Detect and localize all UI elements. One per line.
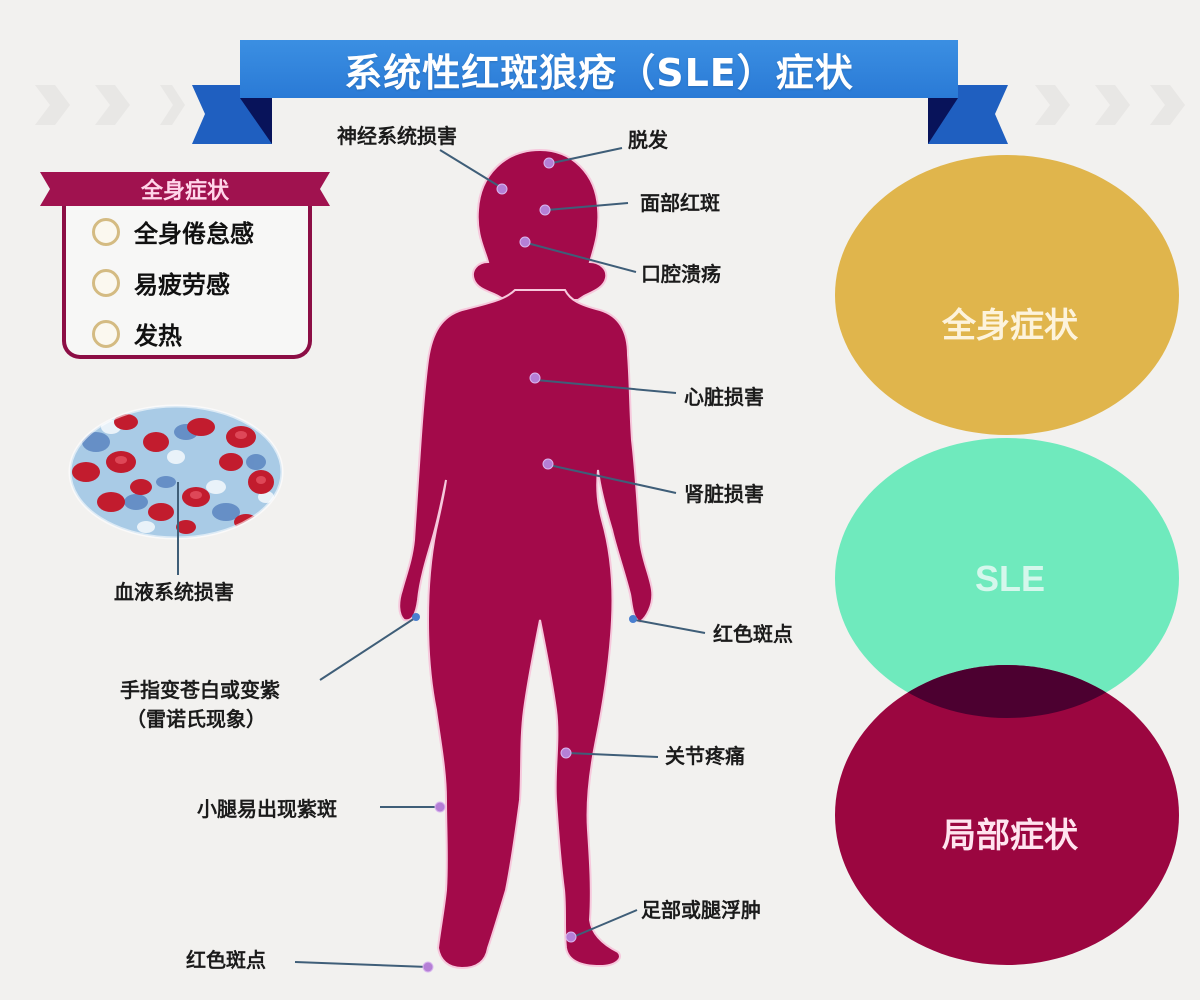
systemic-item: 易疲劳感: [92, 265, 230, 300]
label-raynaud-note: （雷诺氏现象）: [126, 707, 266, 731]
label-facial-rash: 面部红斑: [640, 191, 720, 215]
label-heart: 心脏损害: [684, 385, 764, 409]
systemic-item-label: 发热: [134, 322, 182, 350]
blood-cells-image: [68, 404, 284, 540]
systemic-item: 发热: [92, 316, 182, 351]
label-hair-loss: 脱发: [628, 128, 668, 152]
systemic-heading: 全身症状: [140, 179, 229, 204]
blood-leader-line: [177, 482, 179, 575]
label-nervous-system: 神经系统损害: [337, 124, 457, 148]
venn-label-local: 局部症状: [942, 816, 1078, 856]
systemic-item: 全身倦怠感: [92, 214, 254, 249]
label-calf-purpura: 小腿易出现紫斑: [197, 797, 337, 821]
systemic-item-label: 全身倦怠感: [134, 220, 254, 248]
label-red-spots-hand: 红色斑点: [713, 622, 793, 646]
page-title: 系统性红斑狼疮（SLE）症状: [344, 50, 854, 95]
circle-bullet-icon: [92, 268, 120, 297]
venn-diagram: [835, 155, 1179, 965]
label-oral-ulcer: 口腔溃疡: [641, 262, 721, 286]
venn-circle-systemic: [835, 155, 1179, 435]
venn-circle-local: [835, 665, 1179, 965]
label-joint-pain: 关节疼痛: [665, 744, 745, 768]
label-kidney: 肾脏损害: [684, 482, 764, 506]
circle-bullet-icon: [92, 319, 120, 348]
title-banner: [192, 85, 1008, 144]
venn-label-sle: SLE: [974, 558, 1045, 599]
label-raynaud: 手指变苍白或变紫: [120, 678, 280, 702]
circle-bullet-icon: [92, 217, 120, 246]
title-banner-bar: [240, 40, 958, 98]
label-blood-system: 血液系统损害: [114, 580, 234, 604]
venn-circle-sle: [835, 438, 1179, 718]
label-foot-edema: 足部或腿浮肿: [641, 898, 761, 922]
venn-label-systemic: 全身症状: [942, 306, 1078, 346]
label-red-spots-foot: 红色斑点: [186, 948, 266, 972]
systemic-item-label: 易疲劳感: [134, 271, 230, 299]
systemic-ribbon: [40, 172, 330, 206]
